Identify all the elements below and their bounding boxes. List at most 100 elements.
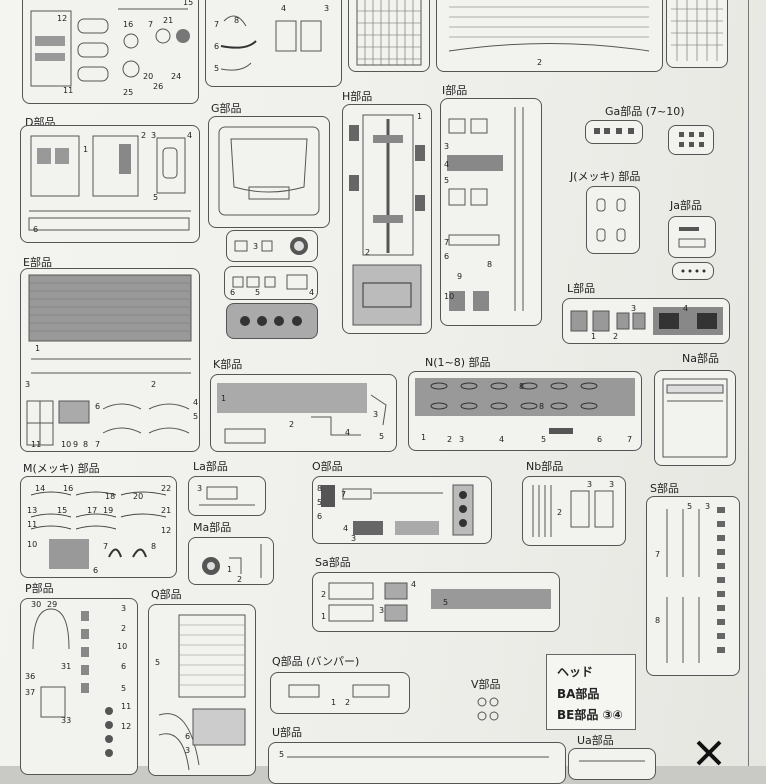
svg-text:21: 21 — [161, 506, 171, 515]
label-ga-parts: Ga部品 (7~10) — [605, 105, 685, 118]
svg-text:5: 5 — [317, 498, 322, 507]
svg-text:11: 11 — [31, 440, 41, 449]
svg-text:12: 12 — [57, 14, 67, 23]
svg-text:8: 8 — [519, 382, 524, 391]
label-la-parts: La部品 — [193, 460, 228, 473]
svg-text:4: 4 — [411, 580, 416, 589]
svg-text:8: 8 — [487, 260, 492, 269]
label-ma-parts: Ma部品 — [193, 521, 232, 534]
svg-text:3: 3 — [253, 242, 258, 251]
svg-text:4: 4 — [343, 524, 348, 533]
svg-text:26: 26 — [153, 82, 163, 91]
svg-text:6: 6 — [95, 402, 100, 411]
svg-text:6: 6 — [121, 662, 126, 671]
svg-text:25: 25 — [123, 88, 133, 97]
svg-text:7: 7 — [148, 20, 153, 29]
parts-tree-top-grid — [348, 0, 430, 72]
svg-text:4: 4 — [444, 160, 449, 169]
svg-text:2: 2 — [141, 131, 146, 140]
label-p-parts: P部品 — [25, 582, 54, 595]
parts-tree-ga-1 — [585, 120, 643, 144]
label-e-parts: E部品 — [23, 256, 52, 269]
svg-text:10: 10 — [27, 540, 37, 549]
svg-text:2: 2 — [121, 624, 126, 633]
svg-text:20: 20 — [143, 72, 153, 81]
label-nb-parts: Nb部品 — [526, 460, 564, 473]
label-q-bumper-parts: Q部品 (バンパー) — [272, 655, 360, 668]
svg-text:3: 3 — [25, 380, 30, 389]
svg-text:29: 29 — [47, 600, 57, 609]
svg-text:2: 2 — [289, 420, 294, 429]
svg-text:6: 6 — [230, 288, 235, 297]
svg-text:4: 4 — [683, 304, 688, 313]
svg-text:8: 8 — [234, 16, 239, 25]
svg-text:11: 11 — [121, 702, 131, 711]
svg-text:2: 2 — [613, 332, 618, 341]
label-h-parts: H部品 — [342, 90, 373, 103]
svg-text:4: 4 — [193, 398, 198, 407]
svg-text:6: 6 — [444, 252, 449, 261]
svg-text:3: 3 — [587, 480, 592, 489]
svg-text:4: 4 — [345, 428, 350, 437]
svg-text:5: 5 — [279, 750, 284, 759]
parts-tree-top-roof: 2 — [436, 0, 663, 72]
label-q-parts: Q部品 — [151, 588, 182, 601]
parts-tree-g-small-1: 3 — [226, 230, 318, 262]
legend-line-ba: BA部品 — [557, 687, 600, 701]
svg-text:7: 7 — [444, 238, 449, 247]
svg-text:2: 2 — [537, 58, 542, 67]
svg-text:5: 5 — [155, 658, 160, 667]
svg-text:2: 2 — [557, 508, 562, 517]
svg-text:4: 4 — [499, 435, 504, 444]
svg-text:8: 8 — [317, 484, 322, 493]
label-n-parts: N(1~8) 部品 — [425, 356, 491, 369]
svg-text:7: 7 — [95, 440, 100, 449]
svg-text:3: 3 — [324, 4, 329, 13]
svg-text:3: 3 — [121, 604, 126, 613]
svg-text:1: 1 — [331, 698, 336, 707]
svg-text:13: 13 — [27, 506, 37, 515]
svg-text:22: 22 — [161, 484, 171, 493]
svg-text:19: 19 — [103, 506, 113, 515]
svg-text:6: 6 — [33, 225, 38, 234]
svg-text:7: 7 — [627, 435, 632, 444]
label-i-parts: I部品 — [442, 84, 468, 97]
svg-text:7: 7 — [214, 20, 219, 29]
svg-text:12: 12 — [161, 526, 171, 535]
label-u-parts: U部品 — [272, 726, 303, 739]
svg-text:5: 5 — [444, 176, 449, 185]
parts-tree-top-right-grid — [666, 0, 728, 68]
svg-text:1: 1 — [221, 394, 226, 403]
svg-text:16: 16 — [123, 20, 133, 29]
label-na-parts: Na部品 — [682, 352, 719, 365]
svg-text:21: 21 — [163, 16, 173, 25]
svg-text:1: 1 — [227, 565, 232, 574]
label-o-parts: O部品 — [312, 460, 343, 473]
legend-line-be: BE部品 ③④ — [557, 708, 623, 722]
svg-text:31: 31 — [61, 662, 71, 671]
parts-tree-na — [654, 370, 736, 466]
svg-text:1: 1 — [83, 145, 88, 154]
svg-text:30: 30 — [31, 600, 41, 609]
svg-text:1: 1 — [421, 433, 426, 442]
label-j-parts: J(メッキ) 部品 — [570, 170, 641, 183]
legend-line-head: ヘッド — [557, 665, 594, 679]
svg-text:5: 5 — [214, 64, 219, 73]
svg-text:9: 9 — [457, 272, 462, 281]
svg-text:5: 5 — [193, 412, 198, 421]
svg-text:4: 4 — [187, 131, 192, 140]
svg-text:3: 3 — [459, 435, 464, 444]
label-ua-parts: Ua部品 — [577, 734, 614, 747]
svg-text:10: 10 — [117, 642, 127, 651]
